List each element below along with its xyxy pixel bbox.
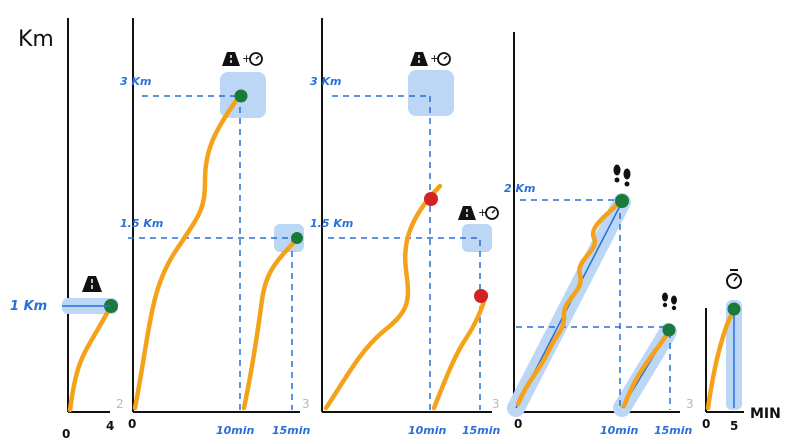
svg-text:+: +: [430, 52, 439, 65]
panel-5: 0 5: [702, 269, 744, 433]
svg-text:+: +: [242, 52, 251, 65]
panel-2-marker-mid: [291, 232, 303, 244]
panel-5-x-tick-5: 5: [730, 419, 738, 433]
x-axis-label: MIN: [750, 406, 781, 422]
panel-2: 3 Km 1.5 Km + 0 10min 15min 3: [120, 18, 311, 437]
panel-2-curve-a: [132, 95, 241, 411]
svg-text:+: +: [478, 206, 487, 219]
panel-4-curve-b: [621, 329, 671, 409]
panel-3-curve-a: [323, 183, 443, 411]
panel-2-y-label-1.5km: 1.5 Km: [120, 217, 163, 230]
panel-2-curve-b: [241, 237, 299, 411]
road-plus-timer-icon: +: [222, 52, 263, 66]
panel-1-curve: [67, 304, 113, 413]
panel-4-x-tick-15min: 15min: [654, 424, 693, 437]
panel-1: 1 Km 0 4 2: [10, 18, 124, 441]
panel-1-x-tick-1: 4: [106, 419, 114, 433]
panel-5-x-tick-0: 0: [702, 417, 710, 431]
footsteps-icon: [662, 292, 677, 311]
panel-2-y-label-3km: 3 Km: [120, 75, 151, 88]
panel-3-highlight-top: [408, 70, 454, 116]
panel-2-highlight-mid: [274, 224, 304, 252]
panel-3-gray-num: 3: [492, 397, 500, 411]
panel-4: 2 Km 0 10min 15min 3: [504, 32, 694, 437]
stopwatch-icon: [726, 269, 742, 289]
panel-4-gray-num: 3: [686, 397, 694, 411]
panel-3-y-label-1.5km: 1.5 Km: [310, 217, 353, 230]
footsteps-icon: [613, 164, 631, 187]
panel-3-x-tick-15min: 15min: [462, 424, 501, 437]
panel-3: 3 Km 1.5 Km + + 10min 15min 3: [310, 18, 501, 437]
panel-4-curve-a: [515, 197, 624, 407]
panel-4-y-label-2km: 2 Km: [504, 182, 535, 195]
panel-2-marker-top: [234, 89, 248, 103]
road-plus-timer-icon: +: [458, 206, 499, 220]
panel-1-x-tick-0: 0: [62, 427, 70, 441]
panel-1-y-label: 1 Km: [10, 299, 47, 314]
panel-4-marker-top: [615, 194, 629, 208]
panel-5-curve: [705, 307, 737, 411]
panel-1-marker: [104, 299, 118, 313]
panel-3-marker-red-b: [474, 289, 488, 303]
panel-2-x-tick-10min: 10min: [216, 424, 255, 437]
road-plus-timer-icon: +: [410, 52, 451, 66]
panel-2-x-tick-15min: 15min: [272, 424, 311, 437]
panel-3-y-label-3km: 3 Km: [310, 75, 341, 88]
panel-2-x-tick-0: 0: [128, 417, 136, 431]
road-icon: [82, 276, 102, 292]
panel-4-marker-mid: [662, 323, 676, 337]
panel-3-marker-red-a: [424, 192, 438, 206]
panel-3-curve-b: [431, 291, 489, 411]
y-axis-label: Km: [18, 27, 54, 52]
panel-4-x-tick-10min: 10min: [600, 424, 639, 437]
panel-1-gray-num: 2: [116, 397, 124, 411]
panel-5-marker: [727, 302, 741, 316]
panel-2-gray-num: 3: [302, 397, 310, 411]
panel-4-x-tick-0: 0: [514, 417, 522, 431]
panel-3-x-tick-10min: 10min: [408, 424, 447, 437]
